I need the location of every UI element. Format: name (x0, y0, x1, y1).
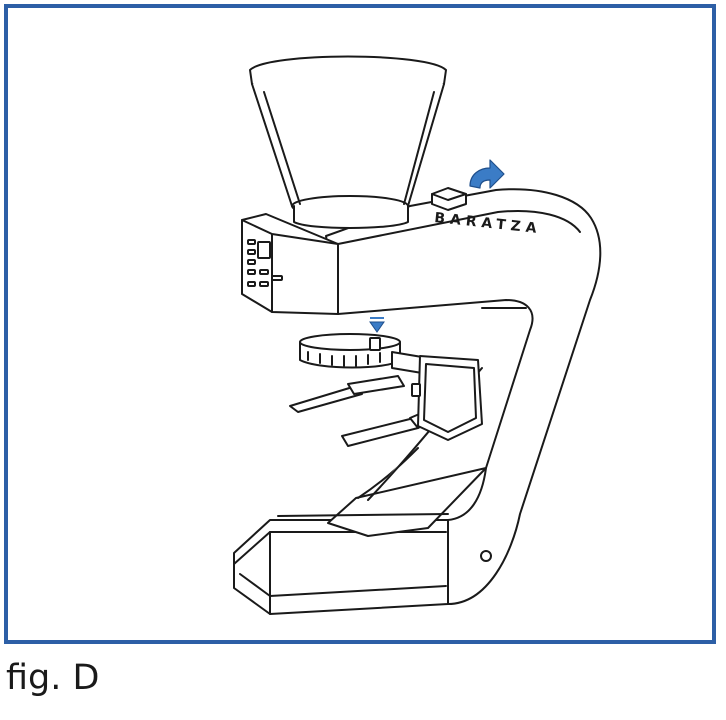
hopper-release-tab (431, 187, 467, 211)
bean-hopper (249, 55, 447, 229)
grinder-illustration: BARATZA (233, 55, 602, 615)
cup-cradle (411, 355, 483, 441)
figure-caption: fig. D (6, 658, 100, 698)
burr-collar (299, 333, 401, 369)
curved-up-arrow-icon (469, 159, 505, 189)
grinder-body (325, 188, 602, 605)
control-panel (241, 213, 339, 315)
down-triangle-icon (369, 317, 385, 333)
figure-frame: BARATZA (4, 4, 716, 644)
grinder-base (233, 519, 449, 615)
side-screw (480, 550, 492, 562)
